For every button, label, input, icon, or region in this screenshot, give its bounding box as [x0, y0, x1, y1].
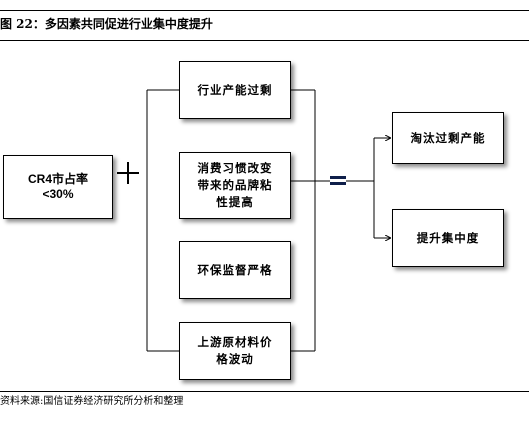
factor-label-raw-materials: 上游原材料价格波动 [197, 335, 273, 366]
factor-box-environmental: 环保监督严格 [179, 241, 291, 299]
figure-bottom-rule [0, 391, 529, 392]
figure-top-rule [0, 10, 529, 11]
source-note: 资料来源:国信证券经济研究所分析和整理 [0, 396, 184, 407]
factor-label-environmental: 环保监督严格 [197, 262, 273, 277]
outcome-box-raise-concentration: 提升集中度 [392, 209, 504, 267]
equals-icon [330, 175, 346, 186]
figure-title: 图 22：多因素共同促进行业集中度提升 [0, 17, 213, 31]
cr4-start-box: CR4市占率 <30% [3, 155, 113, 219]
title-divider [0, 40, 529, 41]
factor-label-brand-loyalty: 消费习惯改变带来的品牌粘性提高 [197, 161, 273, 209]
plus-icon [117, 162, 139, 184]
outcome-label-eliminate-capacity: 淘汰过剩产能 [410, 130, 486, 145]
factor-box-brand-loyalty: 消费习惯改变带来的品牌粘性提高 [179, 152, 291, 219]
cr4-value: <30% [42, 187, 74, 201]
outcome-box-eliminate-capacity: 淘汰过剩产能 [392, 112, 504, 164]
factor-box-overcapacity: 行业产能过剩 [179, 61, 291, 119]
outcome-fork-spine [346, 138, 375, 238]
outcome-label-raise-concentration: 提升集中度 [416, 230, 480, 245]
factor-box-raw-materials: 上游原材料价格波动 [179, 322, 291, 380]
factor-label-overcapacity: 行业产能过剩 [197, 82, 273, 97]
cr4-label: CR4市占率 [27, 172, 88, 186]
